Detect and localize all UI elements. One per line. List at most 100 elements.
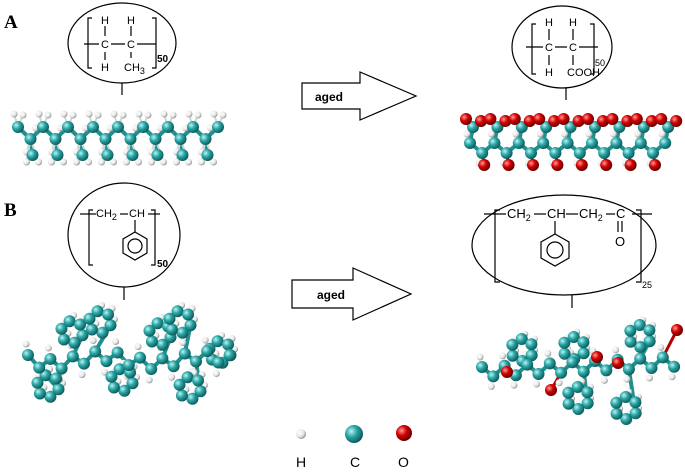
carbon-atom [76, 149, 89, 161]
carbon-atom [149, 133, 162, 145]
carbon-atom [212, 356, 225, 369]
carbon-atom [525, 147, 537, 159]
formula-c: C [545, 42, 553, 54]
carbon-atom [37, 121, 49, 133]
hydrogen-atom [60, 110, 68, 118]
hydrogen-atom [536, 130, 544, 138]
oxygen-atom [606, 113, 619, 125]
carbon-atom [659, 137, 672, 149]
carbon-atom [51, 149, 64, 161]
carbon-atom [199, 133, 212, 145]
hydrogen-atom [510, 381, 518, 389]
carbon-atom [63, 315, 76, 328]
carbon-atom [487, 370, 500, 383]
oxygen-atom [670, 115, 683, 127]
carbon-atom [76, 329, 89, 342]
oxygen-atom [591, 351, 603, 363]
carbon-atom [66, 350, 79, 363]
carbon-atom [171, 305, 184, 318]
hydrogen-atom [19, 111, 27, 119]
formula-h: H [101, 15, 109, 27]
carbon-atom [176, 149, 189, 161]
formula-c: C [101, 39, 109, 51]
hydrogen-atom [173, 158, 180, 166]
hydrogen-atom [134, 343, 142, 351]
carbon-atom [186, 392, 199, 405]
carbon-atom [610, 396, 623, 409]
carbon-atom [634, 137, 647, 149]
hydrogen-atom [600, 376, 608, 384]
carbon-atom [101, 149, 114, 161]
carbon-atom [620, 412, 633, 425]
carbon-atom [577, 365, 590, 378]
panel-a-letter: A [4, 12, 18, 33]
carbon-atom [24, 133, 37, 145]
carbon-atom [610, 407, 623, 420]
formula-substituent: COOH [567, 67, 600, 79]
carbon-atom [521, 358, 534, 371]
carbon-atom [176, 326, 189, 339]
panel-a-right-formula: H H C C H COOH 50 [511, 5, 613, 100]
carbon-atom [512, 137, 525, 149]
hydrogen-atom [100, 368, 108, 376]
formula-group: CH [129, 208, 145, 220]
carbon-atom [182, 308, 195, 321]
carbon-atom [49, 133, 62, 145]
carbon-atom [105, 370, 118, 383]
carbon-atom [506, 338, 519, 351]
carbon-atom [624, 324, 637, 337]
hydrogen-atom [657, 343, 665, 351]
carbon-atom [99, 133, 112, 145]
hydrogen-atom [646, 374, 653, 382]
hydrogen-atom [69, 111, 77, 119]
oxygen-atom [478, 159, 491, 171]
oxygen-atom [612, 357, 624, 369]
carbon-atom [622, 363, 635, 376]
oxygen-atom [572, 115, 585, 127]
carbon-atom [74, 133, 87, 145]
carbon-atom [50, 372, 63, 385]
formula-group: CH [547, 206, 566, 221]
carbon-atom [543, 357, 556, 370]
carbon-atom [181, 371, 194, 384]
carbon-atom [134, 351, 146, 364]
carbon-atom [622, 147, 635, 159]
carbon-atom [476, 361, 488, 373]
hydrogen-atom [609, 130, 617, 138]
carbon-atom [104, 319, 117, 332]
hydrogen-atom [210, 158, 217, 166]
oxygen-atom [582, 113, 594, 125]
hydrogen-atom [168, 373, 176, 381]
carbon-atom [151, 317, 164, 330]
carbon-atom [558, 336, 571, 349]
carbon-atom [26, 149, 39, 161]
hydrogen-atom [623, 375, 631, 383]
hydrogen-atom [210, 110, 218, 118]
hydrogen-atom [487, 130, 495, 138]
carbon-atom [78, 357, 90, 370]
hydrogen-atom [135, 110, 143, 118]
hydrogen-atom [160, 110, 168, 118]
carbon-atom [558, 347, 571, 360]
oxygen-atom [649, 159, 661, 171]
carbon-atom [634, 352, 647, 365]
hydrogen-atom [110, 158, 117, 166]
carbon-atom [55, 322, 68, 335]
hydrogen-atom [35, 110, 43, 118]
hydrogen-atom [555, 379, 563, 387]
hydrogen-atom [668, 373, 676, 381]
oxygen-atom [501, 366, 513, 378]
hydrogen-atom [476, 353, 484, 361]
legend-hydrogen-sphere [296, 429, 306, 439]
carbon-atom [112, 121, 124, 133]
hydrogen-atom [123, 158, 130, 166]
oxygen-atom [499, 115, 512, 127]
hydrogen-atom [22, 340, 30, 348]
oxygen-atom [645, 115, 658, 127]
carbon-atom [91, 305, 104, 318]
hydrogen-atom [60, 158, 67, 166]
carbon-atom [57, 333, 70, 346]
carbon-atom [211, 335, 224, 348]
carbon-atom [126, 377, 139, 390]
